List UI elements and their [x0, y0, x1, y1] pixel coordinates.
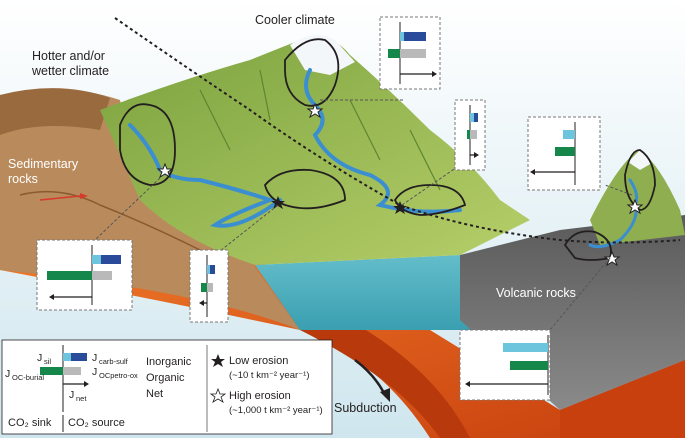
river-volcano — [588, 178, 639, 249]
flux-bar — [467, 130, 470, 139]
legend-carbonate-bar — [71, 353, 87, 361]
legend-j-oc-burial-sub: OC-burial — [12, 373, 44, 382]
catchment-loop-3 — [264, 168, 346, 210]
legend-j-net: J — [69, 389, 74, 401]
legend-j-net-sub: net — [76, 394, 87, 403]
flux-bar — [201, 283, 207, 292]
ridge-lines — [199, 69, 441, 191]
legend-low-erosion-rate: (~10 t km⁻² year⁻¹) — [229, 370, 310, 381]
legend-high-erosion-star — [209, 387, 227, 403]
legend-co2-sink: CO₂ sink — [8, 417, 52, 429]
strata-line — [19, 190, 201, 251]
low-erosion-star — [393, 201, 407, 214]
connector — [214, 204, 279, 256]
legend-low-erosion-star — [211, 354, 225, 367]
flux-bar — [388, 49, 400, 58]
legend-high-erosion-rate: (~1,000 t km⁻² year⁻¹) — [229, 405, 323, 416]
low-erosion-star — [271, 196, 285, 209]
legend-oc-burial-bar — [40, 367, 63, 375]
catchment-loop-1 — [119, 103, 176, 186]
legend-net-arrow-head — [84, 381, 89, 387]
subduction-slab — [300, 310, 470, 438]
connector — [401, 164, 461, 206]
flux-bar — [47, 271, 92, 280]
flux-bar — [474, 113, 478, 122]
subduction-arrow-head — [380, 388, 390, 402]
flux-bar — [207, 283, 213, 292]
legend-oc-petro-bar — [63, 367, 81, 375]
climate-boundary-line — [114, 17, 681, 244]
flux-bar — [92, 255, 101, 264]
main-mountain — [100, 37, 530, 266]
legend-co2-source: CO₂ source — [68, 417, 125, 429]
flux-bar — [470, 130, 477, 139]
flux-bar — [101, 255, 121, 264]
flux-bar — [207, 265, 210, 274]
flux-bar — [404, 32, 426, 41]
legend-j-carb-sub: carb-sulf — [99, 357, 129, 366]
high-erosion-star — [626, 198, 644, 215]
hotter-climate-label-2: wetter climate — [31, 64, 109, 78]
legend-box — [1, 339, 333, 435]
flux-bar — [555, 147, 575, 156]
river-left — [128, 123, 282, 228]
legend-j-oc-petro-sub: OCpetro-ox — [99, 371, 138, 380]
legend-low-erosion-title: Low erosion — [229, 355, 288, 367]
legend-high-erosion-title: High erosion — [229, 390, 291, 402]
sedimentary-label-1: Sedimentary — [8, 157, 79, 171]
high-erosion-star — [603, 250, 621, 267]
net-flux-arrow-head — [530, 169, 535, 175]
fault-arrow-head — [80, 193, 88, 199]
flux-bar — [470, 113, 474, 122]
sedimentary-label-2: rocks — [8, 172, 38, 186]
flux-bar — [563, 130, 575, 139]
legend-j-oc-burial: J — [5, 368, 10, 380]
flux-bar — [503, 343, 548, 352]
legend-j-oc-petro: J — [92, 366, 97, 378]
volcanic-rocks-label: Volcanic rocks — [496, 286, 576, 300]
legend-inorganic: Inorganic — [146, 356, 192, 368]
catchment-loop-2 — [284, 38, 340, 107]
legend-j-carb: J — [92, 352, 97, 364]
flux-bar — [92, 271, 112, 280]
flux-bar — [400, 49, 426, 58]
legend: J sil J carb-sulf J OC-burial J OCpetro-… — [1, 339, 333, 435]
cooler-climate-label: Cooler climate — [255, 13, 335, 27]
net-flux-arrow-head — [474, 152, 479, 158]
flux-bar — [210, 265, 215, 274]
legend-j-sil-sub: sil — [44, 357, 51, 366]
legend-silicate-bar — [63, 353, 71, 361]
flux-boxes — [36, 16, 601, 401]
subduction-label: Subduction — [334, 401, 397, 415]
catchment-loop-6 — [563, 230, 612, 261]
net-flux-arrow-head — [199, 300, 204, 306]
net-flux-arrow-head — [49, 294, 54, 300]
hotter-climate-label-1: Hotter and/or — [32, 49, 105, 63]
flux-bar — [400, 32, 404, 41]
legend-j-sil: J — [37, 352, 42, 364]
volcanic-base — [560, 360, 685, 438]
high-erosion-star — [156, 162, 174, 179]
flux-bar — [510, 361, 548, 370]
legend-organic: Organic — [146, 372, 185, 384]
connector — [549, 257, 611, 331]
catchment-loop-4 — [393, 184, 467, 216]
sediment-top — [0, 88, 110, 135]
volcano-snow — [628, 150, 652, 170]
catchment-loop-5 — [624, 149, 656, 211]
high-erosion-star — [306, 102, 324, 119]
net-flux-arrow-head — [465, 381, 470, 387]
legend-net: Net — [146, 388, 163, 400]
fault-arrow — [39, 195, 81, 201]
net-flux-arrow-head — [432, 71, 437, 77]
